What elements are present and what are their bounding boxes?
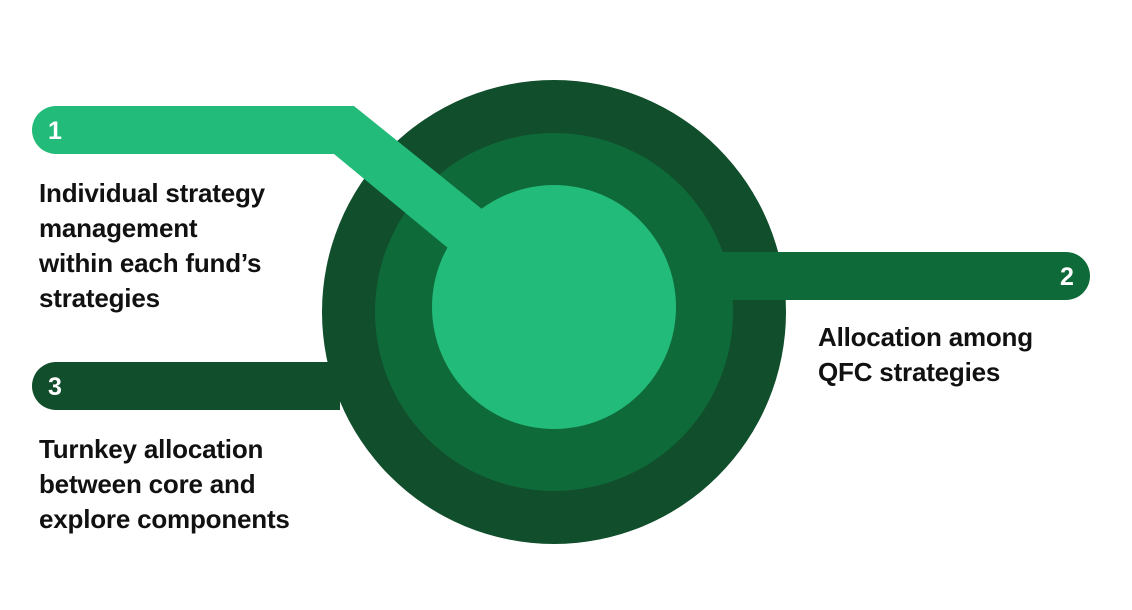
item-2-description: Allocation among QFC strategies bbox=[818, 320, 1033, 390]
item-1-line: within each fund’s bbox=[39, 248, 262, 278]
pill-2 bbox=[640, 252, 1090, 300]
item-1-description: Individual strategy management within ea… bbox=[39, 176, 265, 316]
item-2-line: QFC strategies bbox=[818, 357, 1001, 387]
item-1-line: Individual strategy bbox=[39, 178, 265, 208]
item-2-line: Allocation among bbox=[818, 322, 1033, 352]
item-3-number: 3 bbox=[48, 373, 62, 401]
item-3-description: Turnkey allocation between core and expl… bbox=[39, 432, 290, 537]
item-1-number: 1 bbox=[48, 117, 62, 145]
item-1-line: management bbox=[39, 213, 198, 243]
item-1-line: strategies bbox=[39, 283, 160, 313]
item-3-line: between core and bbox=[39, 469, 256, 499]
pill-3 bbox=[32, 362, 340, 410]
item-3-line: Turnkey allocation bbox=[39, 434, 264, 464]
pill-1 bbox=[32, 106, 498, 258]
inner-circle bbox=[432, 185, 676, 429]
item-3-line: explore components bbox=[39, 504, 290, 534]
item-2-number: 2 bbox=[1060, 263, 1074, 291]
